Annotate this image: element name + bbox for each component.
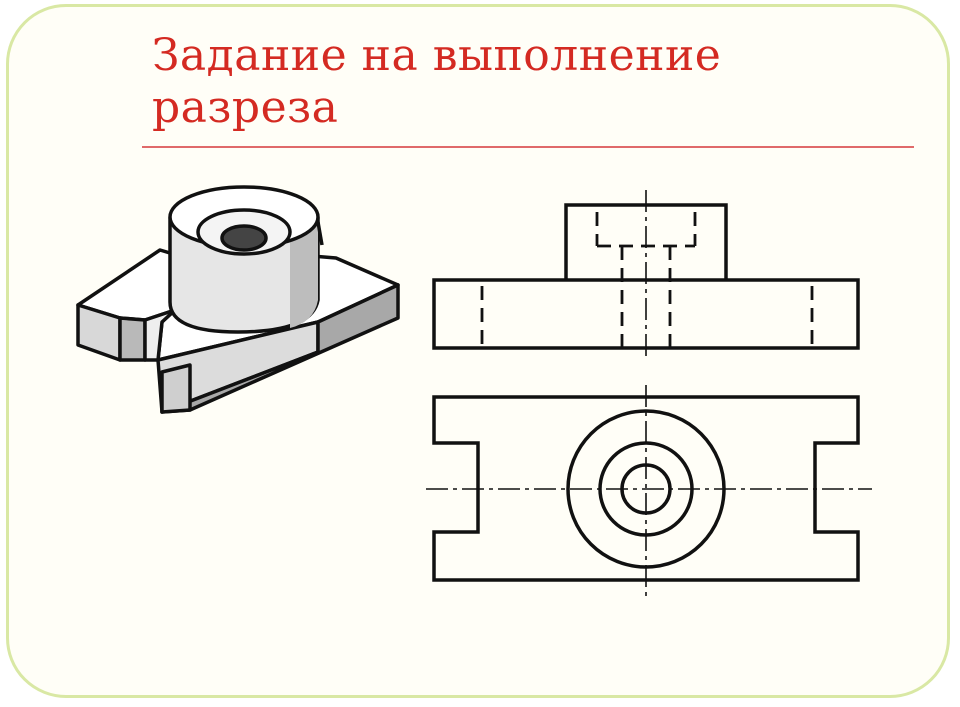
title-underline bbox=[142, 146, 914, 148]
top-base-outline bbox=[432, 395, 860, 582]
top-view bbox=[426, 385, 872, 596]
cylinder-tab bbox=[316, 221, 324, 246]
left-lug-side-face bbox=[118, 316, 147, 362]
cylinder-shade bbox=[290, 218, 318, 328]
isometric-view bbox=[76, 185, 400, 414]
slide-title: Задание на выполнение разреза bbox=[152, 30, 852, 134]
title-line-2: разреза bbox=[152, 82, 339, 133]
slot-notch bbox=[143, 308, 177, 362]
front-view bbox=[432, 190, 860, 360]
base-front-lower bbox=[160, 363, 192, 414]
cylinder-bore bbox=[220, 224, 268, 252]
title-line-1: Задание на выполнение bbox=[152, 30, 722, 81]
